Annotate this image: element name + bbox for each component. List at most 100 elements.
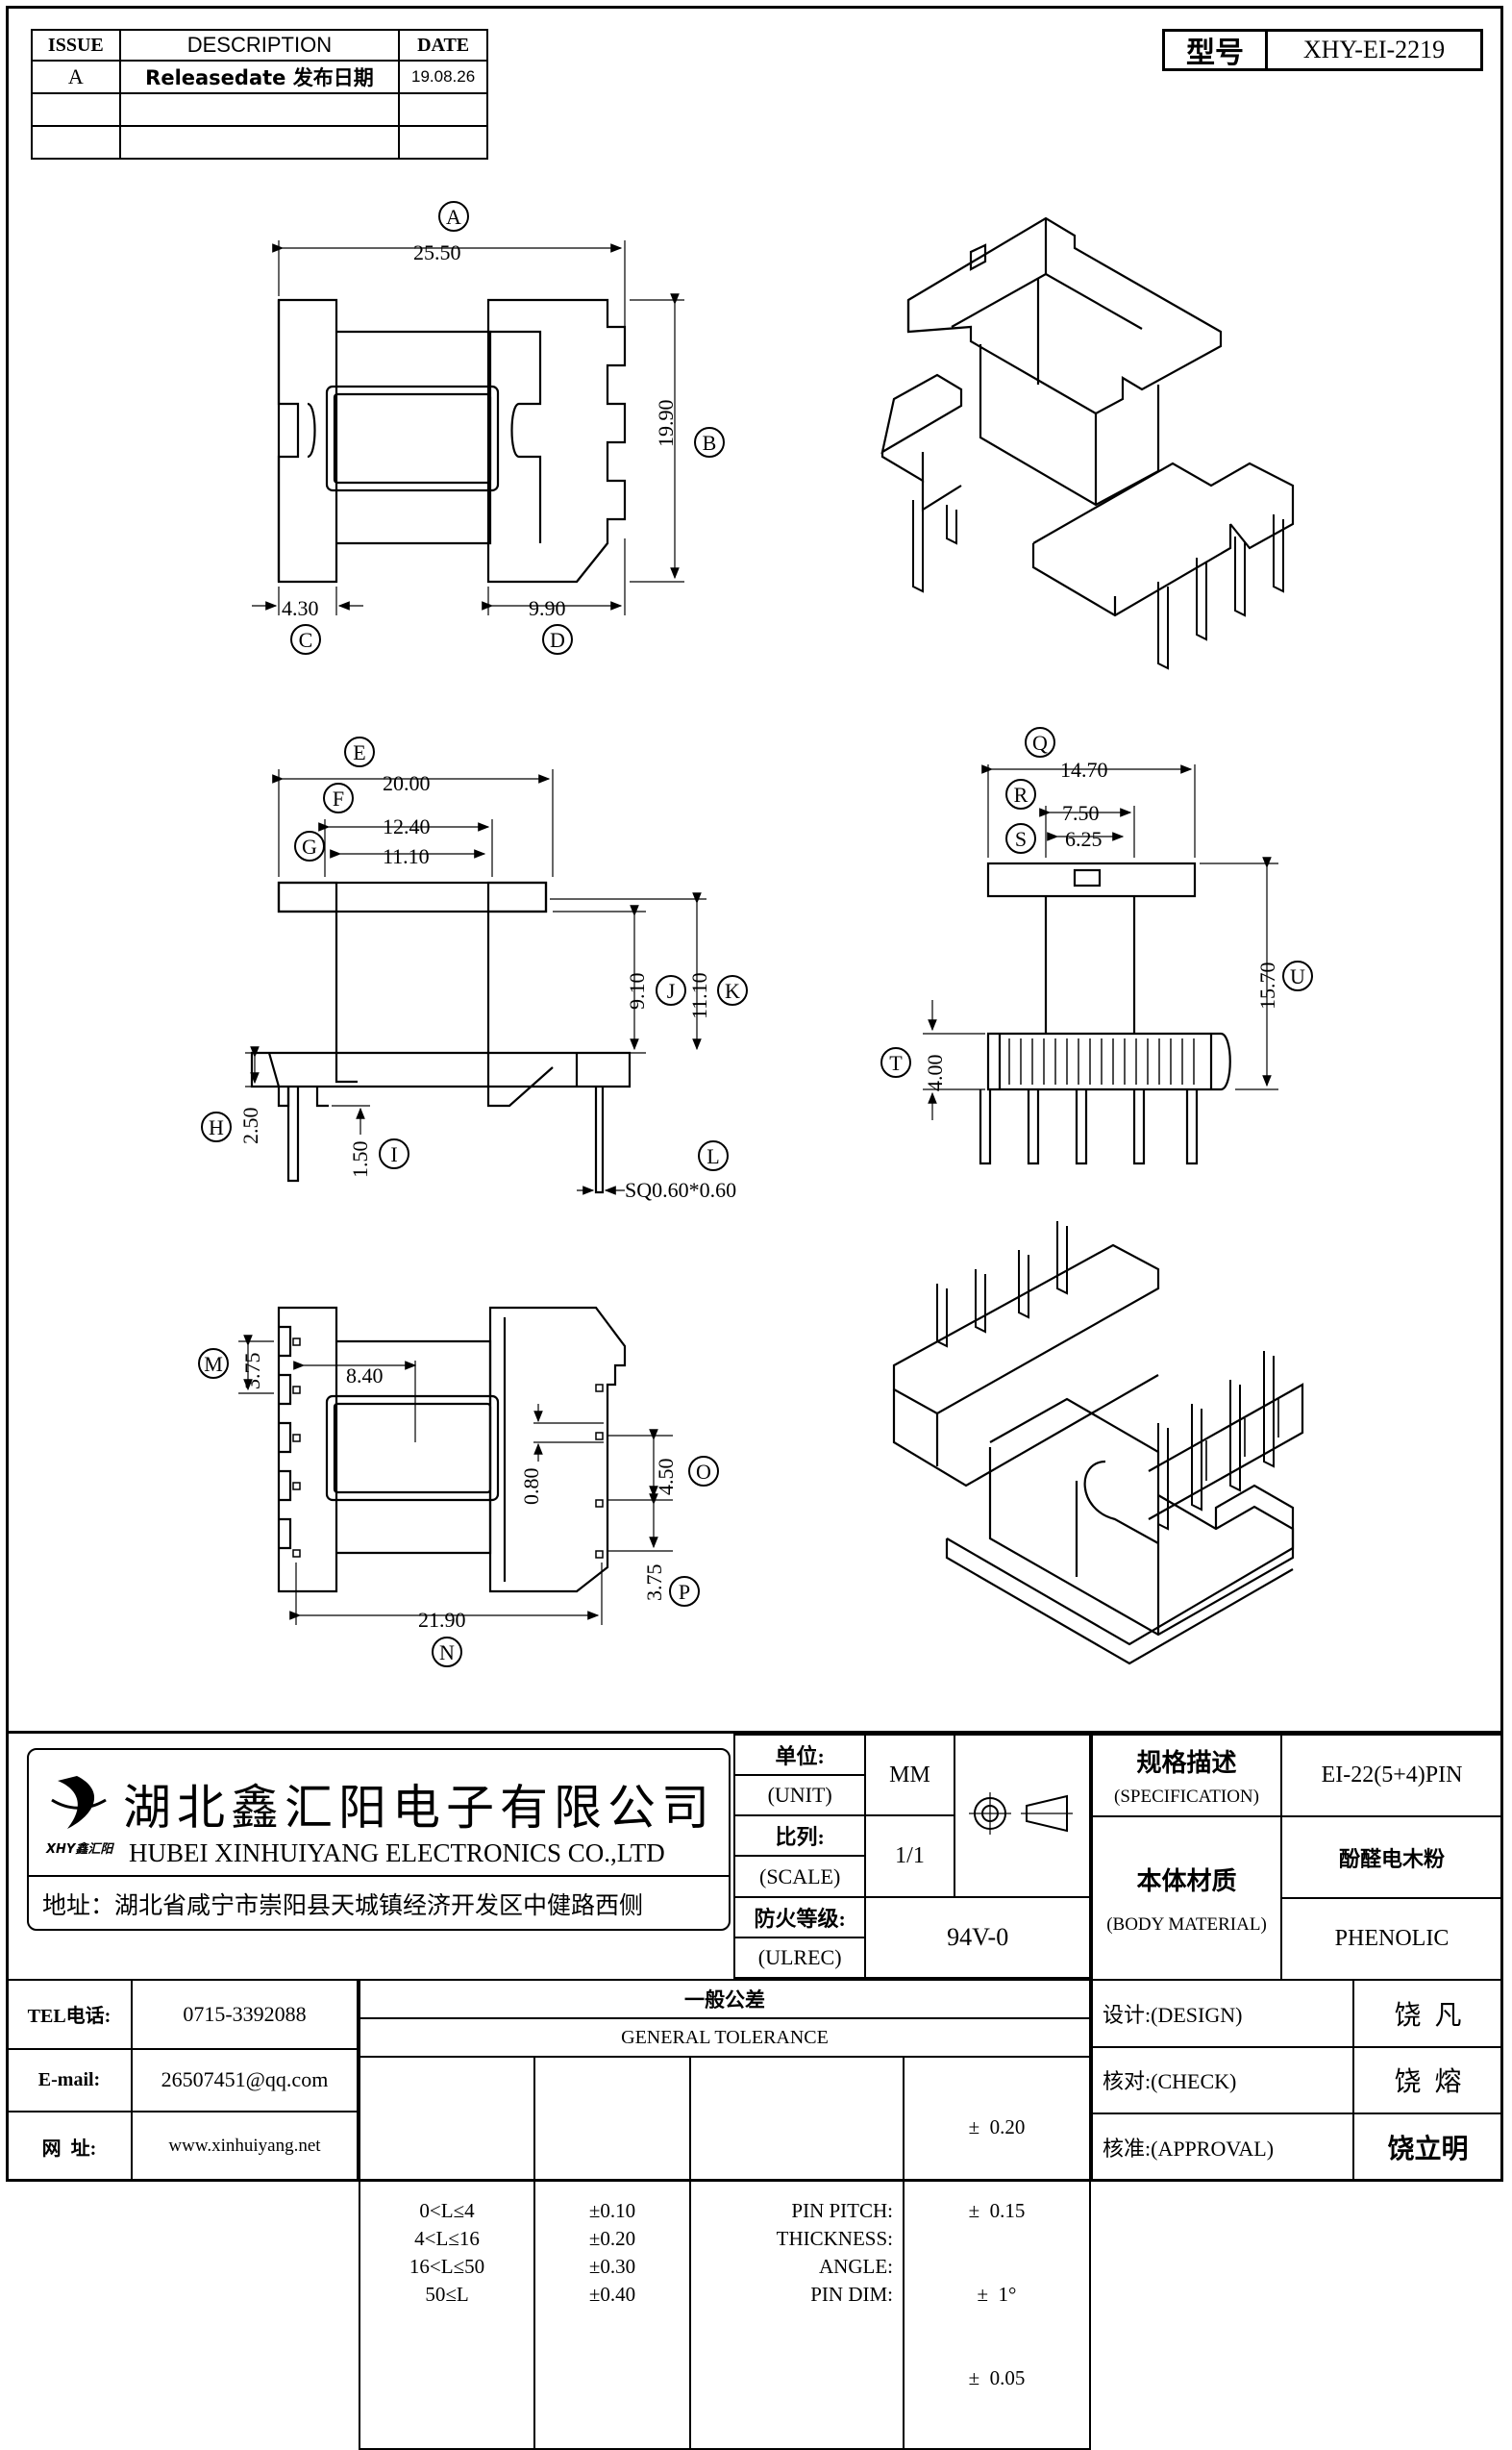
rev-row-date xyxy=(398,125,488,160)
company-box: XHY鑫汇阳 湖北鑫汇阳电子有限公司 HUBEI XINHUIYANG ELEC… xyxy=(27,1748,731,1931)
material-label-en: (BODY MATERIAL) xyxy=(1106,1913,1267,1935)
model-box: 型号 XHY-EI-2219 xyxy=(1162,29,1483,71)
dim-j-value: 9.10 xyxy=(625,973,649,1011)
balloon-d: D xyxy=(550,628,565,652)
special-tolerance-value: ± 0.15 xyxy=(968,2199,1026,2222)
dim-g-value: 11.10 xyxy=(383,844,430,868)
balloon-h-circle xyxy=(201,1112,232,1142)
balloon-o-circle xyxy=(688,1456,719,1487)
first-angle-projection-icon xyxy=(969,1791,1074,1835)
tolerance-value: ±0.40 xyxy=(588,2283,636,2306)
dim-a-value: 25.50 xyxy=(413,240,461,264)
tolerance-range: 50≤L xyxy=(425,2283,469,2306)
email-value: 26507451@qq.com xyxy=(131,2047,359,2113)
rev-header-description: DESCRIPTION xyxy=(118,29,401,62)
title-block-divider xyxy=(6,1731,1503,1734)
balloon-e-circle xyxy=(344,737,375,767)
revision-table: ISSUE DESCRIPTION DATE A Releasedate 发布日… xyxy=(31,29,488,160)
rev-row-description xyxy=(118,125,401,160)
side-view xyxy=(979,862,1231,1165)
tolerance-value: ±0.30 xyxy=(588,2255,636,2278)
tolerance-value: ±0.10 xyxy=(588,2199,636,2222)
balloon-q: Q xyxy=(1032,731,1048,755)
balloon-s-circle xyxy=(1005,823,1036,854)
contact-table: TEL电话: 0715-3392088 E-mail: 26507451@qq.… xyxy=(6,1979,359,2182)
balloon-n: N xyxy=(439,1640,455,1664)
balloon-g: G xyxy=(302,835,317,859)
special-tolerance-label: THICKNESS: xyxy=(776,2227,893,2250)
balloon-j: J xyxy=(667,979,676,1003)
scale-label-cn: 比列: xyxy=(732,1814,867,1858)
unit-label-en: (UNIT) xyxy=(732,1774,867,1817)
balloon-l-circle xyxy=(698,1140,729,1171)
front-view xyxy=(250,881,632,1194)
balloon-h: H xyxy=(209,1115,224,1139)
tolerance-table: 一般公差 GENERAL TOLERANCE 0<L≤4 4<L≤16 16<L… xyxy=(359,1979,1091,2450)
spec-label-en: (SPECIFICATION) xyxy=(1114,1787,1259,1807)
balloon-k: K xyxy=(725,979,740,1003)
fire-label-cn: 防火等级: xyxy=(732,1895,867,1938)
dim-e-value: 20.00 xyxy=(383,771,431,795)
model-label: 型号 xyxy=(1165,32,1268,70)
balloon-c: C xyxy=(299,628,313,652)
spec-table-right: 规格描述 (SPECIFICATION) EI-22(5+4)PIN 本体材质 … xyxy=(1091,1734,1503,1981)
rev-row-issue xyxy=(31,125,121,160)
spec-label-cn: 规格描述 xyxy=(1136,1749,1237,1777)
rev-row-issue xyxy=(31,92,121,127)
dim-i-value: 1.50 xyxy=(348,1141,372,1179)
tolerance-value: ±0.20 xyxy=(588,2227,636,2250)
balloon-g-circle xyxy=(294,831,325,862)
dim-u-value: 15.70 xyxy=(1255,962,1279,1011)
special-tolerance-label: PIN PITCH: xyxy=(791,2199,893,2222)
logo-text: XHY鑫汇阳 xyxy=(46,1842,113,1857)
unit-value: MM xyxy=(864,1733,955,1817)
dim-k-value: 11.10 xyxy=(687,972,711,1019)
dim-pin-offset-value: 0.80 xyxy=(519,1468,543,1506)
top-view xyxy=(277,298,627,584)
approval-name: 饶立明 xyxy=(1352,2112,1503,2182)
company-address: 地址：湖北省咸宁市崇阳县天城镇经济开发区中健路西侧 xyxy=(42,1891,644,1919)
balloon-f: F xyxy=(333,787,344,811)
dim-f-value: 12.40 xyxy=(383,814,431,838)
balloon-l: L xyxy=(706,1144,719,1168)
balloon-f-circle xyxy=(323,783,354,813)
balloon-e: E xyxy=(353,740,365,764)
balloon-p: P xyxy=(679,1580,690,1604)
rev-row-description: Releasedate 发布日期 xyxy=(118,60,401,94)
tolerance-title-en: GENERAL TOLERANCE xyxy=(359,2017,1091,2058)
rev-row-date: 19.08.26 xyxy=(398,60,488,94)
balloon-r: R xyxy=(1014,783,1029,807)
balloon-a: A xyxy=(446,205,461,229)
technical-drawing: 25.50 19.90 4.30 9.90 20.00 12.40 11.10 … xyxy=(198,201,1313,1667)
dim-p-value: 3.75 xyxy=(642,1564,666,1602)
balloon-u: U xyxy=(1290,964,1305,988)
dim-h-value: 2.50 xyxy=(238,1108,262,1145)
dim-b-value: 19.90 xyxy=(654,400,678,448)
material-value-en: PHENOLIC xyxy=(1280,1897,1503,1981)
balloon-b: B xyxy=(703,431,717,455)
balloon-t: T xyxy=(889,1051,903,1075)
approval-label: 核准:(APPROVAL) xyxy=(1091,2112,1354,2182)
balloon-p-circle xyxy=(669,1576,700,1607)
balloon-m: M xyxy=(204,1352,223,1376)
pin-markers xyxy=(292,1338,604,1559)
tolerance-range: 0<L≤4 xyxy=(419,2199,475,2222)
projection-symbol xyxy=(953,1734,1092,1898)
web-value: www.xinhuiyang.net xyxy=(131,2111,359,2182)
balloon-t-circle xyxy=(880,1047,911,1078)
dim-d-value: 9.90 xyxy=(529,596,566,620)
web-label: 网 址: xyxy=(6,2111,133,2182)
scale-value: 1/1 xyxy=(864,1814,955,1898)
rev-header-issue: ISSUE xyxy=(31,29,121,62)
balloon-m-circle xyxy=(198,1348,229,1379)
dim-m-value: 3.75 xyxy=(240,1353,264,1390)
rev-row-description xyxy=(118,92,401,127)
special-tolerance-value: ± 0.20 xyxy=(968,2115,1026,2138)
company-name-cn: 湖北鑫汇阳电子有限公司 xyxy=(123,1780,715,1836)
check-label: 核对:(CHECK) xyxy=(1091,2045,1354,2115)
dim-s-value: 6.25 xyxy=(1065,827,1103,851)
design-name: 饶 凡 xyxy=(1352,1979,1503,2048)
email-label: E-mail: xyxy=(6,2047,133,2113)
dim-top-inner-value: 8.40 xyxy=(346,1363,384,1388)
